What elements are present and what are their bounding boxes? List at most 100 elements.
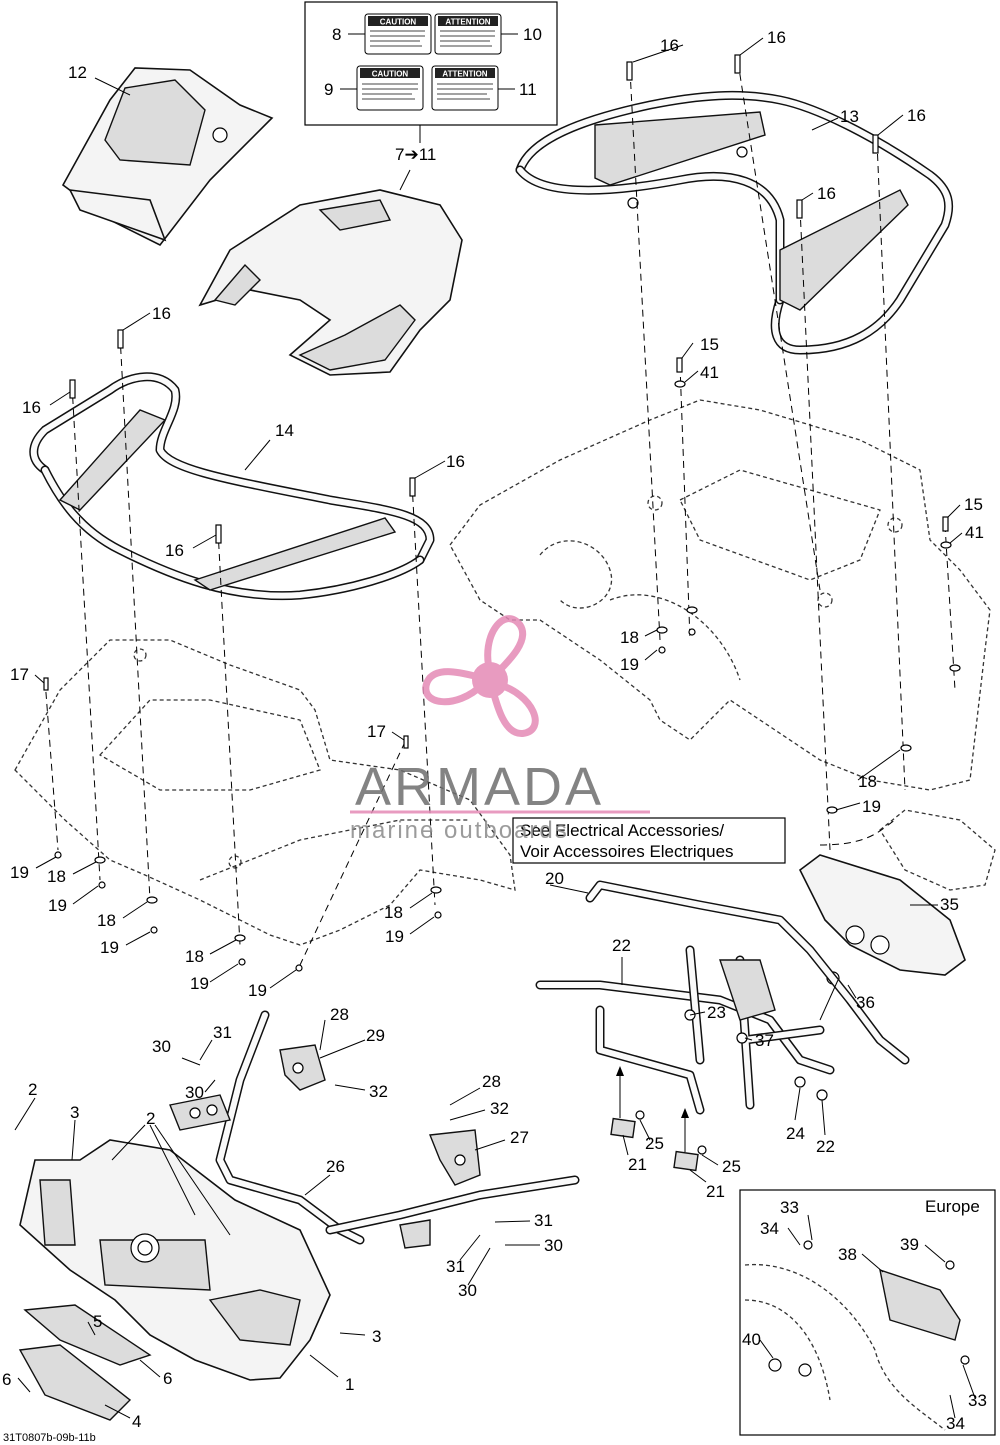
callout-20: 20 — [545, 869, 564, 888]
europe-inset — [739, 1189, 996, 1436]
callout-21: 21 — [706, 1182, 725, 1201]
callout-34: 34 — [760, 1219, 779, 1238]
callout-18: 18 — [185, 947, 204, 966]
callout-16: 16 — [165, 541, 184, 560]
callout-4: 4 — [132, 1412, 141, 1431]
callout-37: 37 — [755, 1031, 774, 1050]
center-body-cover — [198, 169, 463, 376]
callout-36: 36 — [856, 993, 875, 1012]
callout-21: 21 — [628, 1155, 647, 1174]
callout-39: 39 — [900, 1235, 919, 1254]
callout-18: 18 — [858, 772, 877, 791]
callout-33: 33 — [968, 1391, 987, 1410]
electrical-accessories-note: See Electrical Accessories/ Voir Accesso… — [512, 817, 786, 864]
decal-9: CAUTION — [356, 65, 424, 111]
callout-17: 17 — [10, 665, 29, 684]
callout-16: 16 — [907, 106, 926, 125]
callout-19: 19 — [385, 927, 404, 946]
callout-16: 16 — [446, 452, 465, 471]
decal-8-heading: CAUTION — [380, 18, 417, 27]
note-line-2: Voir Accessoires Electriques — [520, 842, 734, 861]
decal-panel: CAUTION ATTENTION CAUTION ATTENTION — [304, 1, 558, 143]
front-rack — [29, 372, 435, 601]
callout-labels: 1 2 2 3 3 4 5 6 6 8 10 9 11 12 13 14 15 … — [2, 25, 987, 1433]
callout-19: 19 — [862, 797, 881, 816]
alignment-lines — [44, 61, 956, 966]
rear-bumper-frame — [535, 880, 910, 1115]
front-bumper-support — [169, 1010, 580, 1249]
decal-10-heading: ATTENTION — [445, 18, 490, 27]
callout-17: 17 — [367, 722, 386, 741]
callout-18: 18 — [47, 867, 66, 886]
hardware — [43, 54, 961, 972]
callout-31: 31 — [213, 1023, 232, 1042]
callout-41: 41 — [700, 363, 719, 382]
callout-9: 9 — [324, 80, 333, 99]
rear-body-outline — [449, 399, 991, 791]
callout-30: 30 — [152, 1037, 171, 1056]
front-fascia — [19, 1139, 339, 1381]
callout-1: 1 — [345, 1375, 354, 1394]
callout-16: 16 — [152, 304, 171, 323]
callout-14: 14 — [275, 421, 294, 440]
decal-11: ATTENTION — [431, 65, 499, 111]
callout-25: 25 — [645, 1134, 664, 1153]
callout-27: 27 — [510, 1128, 529, 1147]
callout-26: 26 — [326, 1157, 345, 1176]
callout-19: 19 — [190, 974, 209, 993]
callout-31: 31 — [534, 1211, 553, 1230]
callout-15: 15 — [964, 495, 983, 514]
callout-19: 19 — [248, 981, 267, 1000]
callout-30: 30 — [544, 1236, 563, 1255]
callout-5: 5 — [93, 1312, 102, 1331]
callout-19: 19 — [100, 938, 119, 957]
callout-28: 28 — [330, 1005, 349, 1024]
armada-watermark: ARMADA marine outboards — [350, 615, 650, 844]
callout-33: 33 — [780, 1198, 799, 1217]
leader-lines — [14, 37, 976, 1419]
callout-18: 18 — [97, 911, 116, 930]
callout-13: 13 — [840, 107, 859, 126]
callout-3: 3 — [70, 1103, 79, 1122]
callout-2: 2 — [146, 1109, 155, 1128]
callout-29: 29 — [366, 1026, 385, 1045]
callout-18: 18 — [384, 903, 403, 922]
callout-30: 30 — [185, 1083, 204, 1102]
callout-11: 11 — [519, 80, 537, 99]
callout-10: 10 — [523, 25, 542, 44]
callout-16: 16 — [660, 36, 679, 55]
callout-2: 2 — [28, 1080, 37, 1099]
rear-rack — [515, 90, 954, 355]
callout-16: 16 — [22, 398, 41, 417]
callout-38: 38 — [838, 1245, 857, 1264]
propeller-logo-icon — [422, 615, 539, 737]
decal-9-heading: CAUTION — [372, 70, 409, 79]
front-grilles — [18, 1304, 152, 1421]
callout-8: 8 — [332, 25, 341, 44]
callout-22: 22 — [816, 1137, 835, 1156]
watermark-tagline: marine outboards — [350, 817, 569, 844]
note-line-1: See Electrical Accessories/ — [520, 821, 724, 840]
europe-inset-title: Europe — [925, 1197, 980, 1216]
callout-30: 30 — [458, 1281, 477, 1300]
callout-15: 15 — [700, 335, 719, 354]
watermark-brand: ARMADA — [355, 757, 604, 817]
front-top-cover — [61, 67, 274, 247]
callout-18: 18 — [620, 628, 639, 647]
bumper-brackets — [610, 1066, 707, 1172]
range-label: 7➔11 — [395, 145, 436, 164]
callout-6: 6 — [163, 1369, 172, 1388]
callout-19: 19 — [10, 863, 29, 882]
callout-40: 40 — [742, 1330, 761, 1349]
callout-16: 16 — [817, 184, 836, 203]
callout-28: 28 — [482, 1072, 501, 1091]
callout-32: 32 — [490, 1099, 509, 1118]
callout-31: 31 — [446, 1257, 465, 1276]
front-body-outline — [14, 639, 516, 946]
callout-19: 19 — [620, 655, 639, 674]
callout-41: 41 — [965, 523, 984, 542]
drawing-code: 31T0807b-09b-11b — [3, 1432, 96, 1444]
callout-22: 22 — [612, 936, 631, 955]
callout-34: 34 — [946, 1414, 965, 1433]
